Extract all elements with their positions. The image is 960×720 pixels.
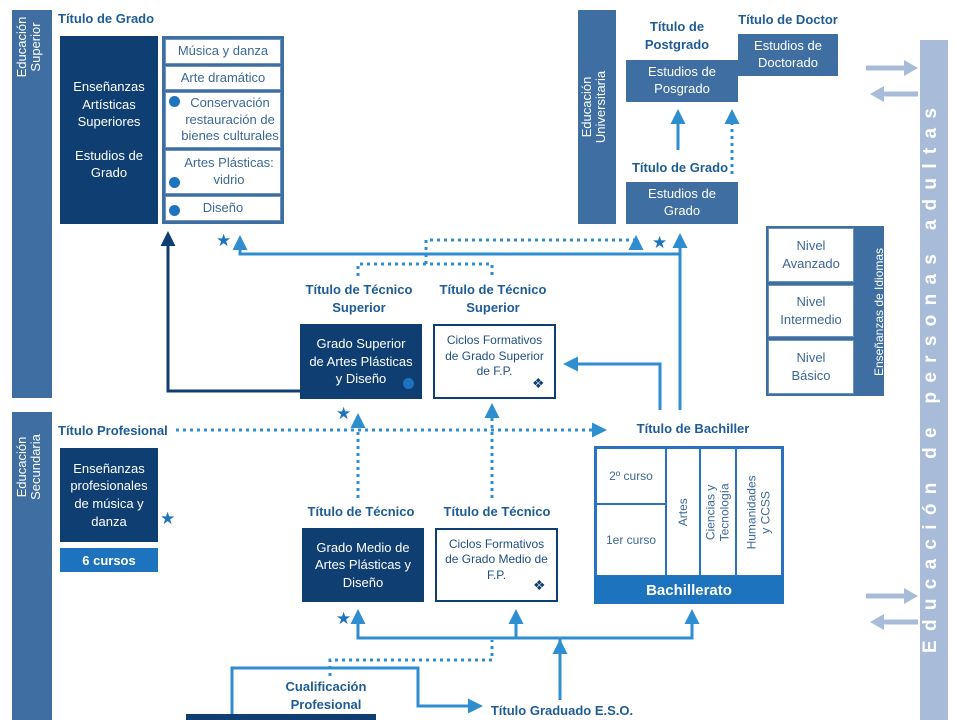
star-icon-diseno: ★ — [216, 231, 232, 250]
diamond-icon-ciclos-superior: ❖ — [532, 375, 545, 391]
heading-titulo-bachiller: Título de Bachiller — [636, 421, 750, 436]
artes-list-item-conservacion: Conservación restauración de bienes cult… — [165, 92, 281, 148]
adult-arrowhead-out-bottom — [870, 614, 884, 630]
heading-titulo-grado-top: Título de Grado — [58, 11, 155, 26]
heading-titulo-tecnico-1: Título de Técnico — [307, 504, 415, 519]
connector-bachiller-to-diseno — [232, 235, 682, 410]
heading-titulo-tecnico-2: Título de Técnico — [443, 504, 551, 519]
level-bar-adultos — [920, 40, 948, 720]
connector-tecnico-superior-to-uni — [424, 235, 644, 264]
artes-list-item-arte-dramatico: Arte dramático — [165, 66, 281, 90]
idiomas-item-basico: Nivel Básico — [768, 340, 854, 394]
connector-eso-to-bachillerato — [516, 609, 700, 640]
idiomas-item-intermedio: Nivel Intermedio — [768, 285, 854, 337]
adult-arrowhead-out-top — [870, 86, 884, 102]
box-estudios-posgrado: Estudios de Posgrado — [626, 60, 738, 102]
ensenanzas-artisticas-label: Enseñanzas Artísticas Superiores — [73, 79, 145, 130]
artes-list-item-diseno: Diseño — [165, 196, 281, 221]
bachillerato-modalidad-humanidades: Humanidades y CCSS — [736, 448, 782, 576]
bullet-artes-plasticas — [169, 177, 180, 188]
heading-tecnico-superior-1: Título de Técnico Superior — [305, 282, 413, 315]
bachillerato-curso-1: 1er curso — [596, 504, 666, 576]
bachillerato-label: Bachillerato — [594, 576, 784, 604]
artes-list-item-musica: Música y danza — [165, 39, 281, 64]
diamond-icon-ciclos-medio: ❖ — [533, 577, 546, 593]
box-ensenanzas-profesionales: Enseñanzas profesionales de música y dan… — [60, 448, 158, 542]
connector-bachiller-to-ciclos-superior — [563, 356, 662, 410]
bottom-dark-strip — [186, 714, 376, 720]
box-grado-superior-artes: Grado Superior de Artes Plásticas y Dise… — [300, 324, 422, 399]
heading-titulo-postgrado: Título de Postgrado — [644, 19, 710, 52]
bachillerato-curso-2: 2º curso — [596, 448, 666, 504]
star-icon-ensenanzas-profesionales: ★ — [160, 509, 176, 528]
box-ciclos-superior: Ciclos Formativos de Grado Superior de F… — [433, 324, 556, 399]
box-ciclos-medio: Ciclos Formativos de Grado Medio de F.P. — [435, 528, 558, 602]
idiomas-item-avanzado: Nivel Avanzado — [768, 228, 854, 282]
curso2-label: 2º curso — [609, 469, 653, 483]
star-icon-tecnico-superior: ★ — [336, 404, 352, 423]
connector-bottom-left — [230, 666, 483, 720]
bachillerato-modalidad-artes: Artes — [666, 448, 700, 576]
box-grado-medio-artes: Grado Medio de Artes Plásticas y Diseño — [302, 528, 424, 602]
heading-titulo-profesional: Título Profesional — [58, 423, 168, 438]
connector-artes-superior-to-ensenanzas — [160, 231, 300, 393]
curso1-label: 1er curso — [605, 533, 657, 547]
connector-tecnico-superior-dotted — [356, 262, 494, 276]
adult-arrowhead-in-top — [904, 60, 918, 76]
badge-6-cursos: 6 cursos — [60, 548, 158, 572]
adult-arrowhead-in-bottom — [904, 588, 918, 604]
bullet-diseno — [169, 205, 180, 216]
star-icon-tecnico-medio: ★ — [336, 609, 352, 628]
connector-cualificacion-dotted — [328, 640, 494, 676]
heading-graduado-eso: Título Graduado E.S.O. — [490, 703, 634, 718]
bachillerato-table: 2º curso 1er curso Artes Ciencias y Tecn… — [594, 446, 784, 604]
estudios-grado-art-label: Estudios de Grado — [75, 147, 143, 181]
level-bar-universitaria — [578, 10, 616, 224]
bullet-grado-superior-artes — [403, 378, 414, 389]
box-ensenanzas-artisticas: Enseñanzas Artísticas Superiores Estudio… — [60, 36, 158, 224]
heading-titulo-doctor: Título de Doctor — [738, 12, 838, 27]
idiomas-panel: Nivel Avanzado Nivel Intermedio Nivel Bá… — [766, 226, 884, 396]
bachillerato-modalidad-ciencias: Ciencias y Tecnología — [700, 448, 736, 576]
heading-titulo-grado-uni: Título de Grado — [631, 160, 729, 175]
heading-tecnico-superior-2: Título de Técnico Superior — [439, 282, 547, 315]
bullet-conservacion — [169, 96, 180, 107]
heading-cualificacion: Cualificación Profesional — [285, 679, 367, 712]
level-bar-secundaria — [12, 412, 52, 720]
box-estudios-doctorado: Estudios de Doctorado — [738, 34, 838, 76]
level-bar-superior — [12, 10, 52, 398]
star-icon-grado-uni: ★ — [652, 233, 668, 252]
artes-list-item-artes-plasticas: Artes Plásticas: vidrio — [165, 150, 281, 194]
box-estudios-grado-uni: Estudios de Grado — [626, 182, 738, 224]
artes-list: Música y danza Arte dramático Conservaci… — [162, 36, 284, 224]
